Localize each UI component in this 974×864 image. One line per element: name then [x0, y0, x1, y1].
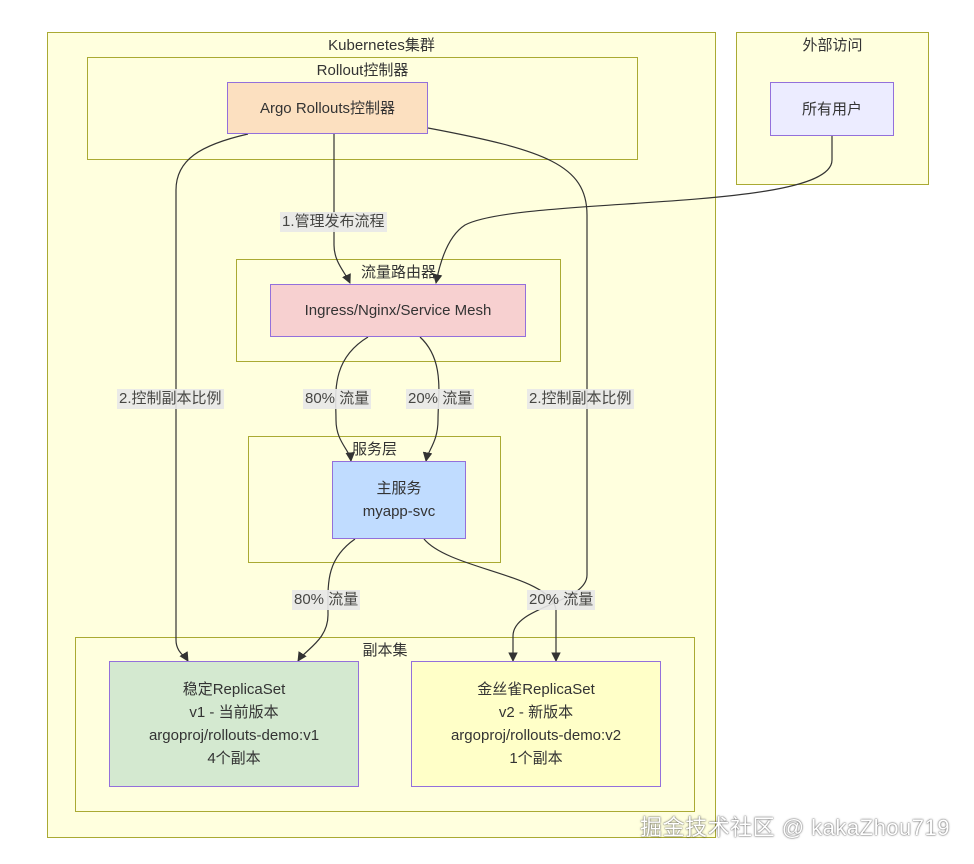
edge-label-router-20: 20% 流量	[406, 389, 475, 409]
controller-label: Argo Rollouts控制器	[259, 99, 396, 117]
cluster-kubernetes-title: Kubernetes集群	[328, 37, 435, 54]
edge-label-control-right: 2.控制副本比例	[527, 389, 634, 409]
main-service-node: 主服务 myapp-svc	[332, 461, 466, 539]
watermark: 掘金技术社区 @ kakaZhou719	[640, 815, 950, 840]
edge-users-to-router	[432, 136, 833, 284]
stable-replicaset-node: 稳定ReplicaSet v1 - 当前版本 argoproj/rollouts…	[109, 661, 359, 787]
stable-image: argoproj/rollouts-demo:v1	[148, 727, 320, 744]
stable-version: v1 - 当前版本	[189, 704, 279, 721]
cluster-replicasets-title: 副本集	[362, 642, 408, 659]
ingress-node: Ingress/Nginx/Service Mesh	[270, 284, 526, 337]
canary-replicas: 1个副本	[509, 750, 563, 767]
edge-router-to-service-80	[335, 336, 369, 462]
edge-label-service-80: 80% 流量	[292, 590, 361, 610]
cluster-service-title: 服务层	[351, 441, 397, 458]
edge-label-manage: 1.管理发布流程	[280, 212, 387, 232]
canary-title: 金丝雀ReplicaSet	[477, 681, 595, 698]
users-label: 所有用户	[801, 100, 862, 118]
edge-controller-to-stable	[175, 133, 249, 662]
edge-label-service-20: 20% 流量	[527, 590, 596, 610]
ingress-label: Ingress/Nginx/Service Mesh	[304, 302, 492, 319]
canary-image: argoproj/rollouts-demo:v2	[450, 727, 622, 744]
edge-controller-to-router	[333, 134, 351, 284]
canary-replicaset-node: 金丝雀ReplicaSet v2 - 新版本 argoproj/rollouts…	[411, 661, 661, 787]
edge-label-router-80: 80% 流量	[303, 389, 372, 409]
edge-controller-to-canary	[427, 127, 588, 662]
edge-service-to-stable-80	[297, 538, 356, 662]
all-users-node: 所有用户	[770, 82, 894, 136]
service-label-id: myapp-svc	[362, 503, 436, 520]
cluster-rollout-title: Rollout控制器	[316, 62, 409, 79]
edge-label-control-left: 2.控制副本比例	[117, 389, 224, 409]
stable-replicas: 4个副本	[207, 750, 261, 767]
edge-router-to-service-20	[419, 336, 440, 462]
cluster-router-title: 流量路由器	[360, 264, 436, 281]
argo-rollouts-controller-node: Argo Rollouts控制器	[227, 82, 428, 134]
service-label-name: 主服务	[376, 480, 422, 497]
stable-title: 稳定ReplicaSet	[182, 681, 286, 698]
cluster-external-title: 外部访问	[802, 37, 863, 54]
canary-version: v2 - 新版本	[498, 704, 574, 721]
